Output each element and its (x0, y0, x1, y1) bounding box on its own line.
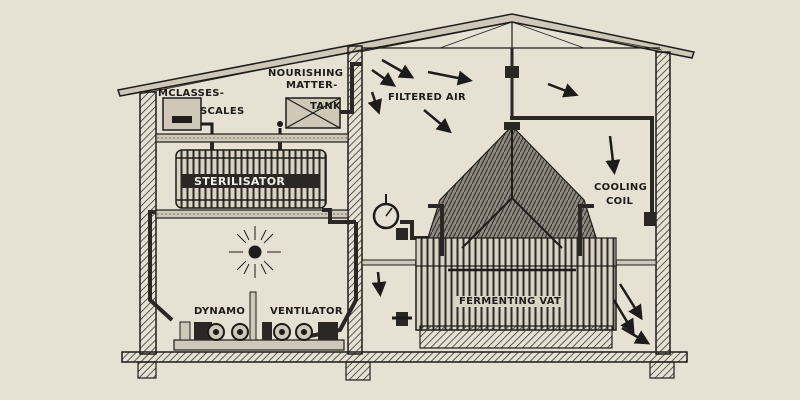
molasses-scales (162, 97, 214, 134)
label-molasses-scales-line1: MCLASSES- (158, 88, 225, 99)
roof (117, 13, 695, 97)
gauge-and-valves (372, 194, 656, 326)
label-cooling-line1: COOLING (594, 182, 648, 193)
label-nourishing-line3: TANK (310, 101, 342, 112)
label-nourishing-line2: MATTER- (286, 80, 338, 91)
label-dynamo: DYNAMO (194, 306, 246, 317)
dynamo-ventilator-machines (173, 291, 345, 351)
fermenting-vat (415, 48, 617, 349)
label-molasses-scales-line2: SCALES (200, 106, 245, 117)
label-cooling-line2: COIL (606, 196, 634, 207)
airflow-arrows (367, 58, 651, 345)
label-sterilisator: STERILISATOR (194, 175, 286, 188)
nourishing-matter-tank (277, 97, 341, 134)
label-filtered-air: FILTERED AIR (388, 92, 466, 103)
ground-floor (121, 351, 688, 381)
label-nourishing-line1: NOURISHING (268, 68, 344, 79)
label-fermenting-vat: FERMENTING VAT (456, 296, 565, 307)
lamp (229, 226, 281, 278)
label-ventilator: VENTILATOR (270, 306, 343, 317)
sterilisator-drum (175, 149, 327, 209)
pipes (148, 62, 654, 340)
